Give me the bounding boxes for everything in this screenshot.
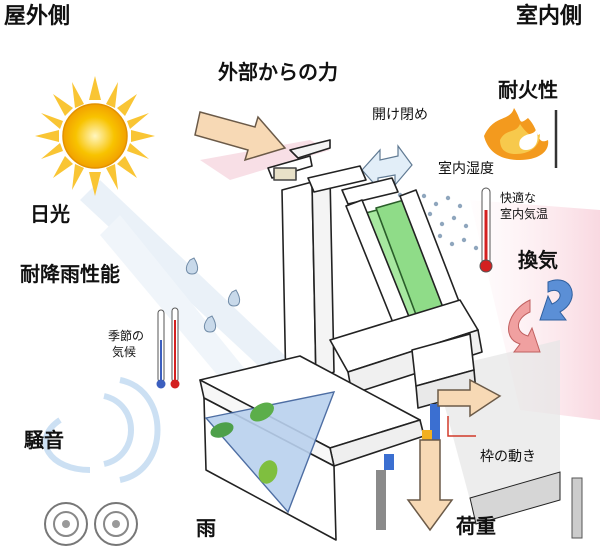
comfortable-temp-label-1: 快適な: [500, 191, 537, 205]
fire-icon: [484, 108, 558, 168]
seasonal-climate-label-1: 季節の: [108, 329, 145, 343]
seasonal-thermometers-icon: [156, 307, 180, 389]
ventilation-label: 換気: [518, 248, 558, 272]
speaker-icon: [44, 502, 138, 546]
sun-icon: [35, 76, 155, 196]
external-force-label: 外部からの力: [218, 60, 338, 84]
wall-tone: [200, 140, 600, 500]
rain-resistance-label: 耐降雨性能: [20, 262, 120, 286]
indoor-side-label: 室内側: [516, 4, 583, 29]
sound-wave-icon: [42, 377, 161, 483]
leaf-icon: [210, 402, 278, 484]
comfortable-temp-label-2: 室内気温: [500, 207, 549, 221]
open-close-label: 開け閉め: [372, 107, 428, 123]
rain-label: 雨: [196, 516, 216, 540]
noise-label: 騒音: [24, 428, 64, 452]
sunlight-label: 日光: [30, 202, 70, 226]
window-frame-section: [199, 139, 483, 541]
ventilation-arrows-icon: [508, 279, 573, 353]
frame-movement-label: 枠の動き: [480, 449, 536, 465]
thermometer-icon: [479, 187, 493, 273]
load-label: 荷重: [456, 514, 496, 538]
external-force-arrow: [194, 111, 287, 162]
frame-movement-arrow: [437, 378, 502, 437]
seasonal-climate-label-2: 気候: [112, 345, 137, 359]
fire-resistance-label: 耐火性: [498, 78, 558, 102]
load-arrow: [406, 439, 454, 532]
indoor-humidity-label: 室内湿度: [438, 161, 494, 177]
humidity-dots: [397, 192, 479, 251]
sill-details: [376, 404, 583, 539]
sunlight-beams: [80, 180, 300, 420]
outdoor-side-label: 屋外側: [4, 4, 71, 29]
